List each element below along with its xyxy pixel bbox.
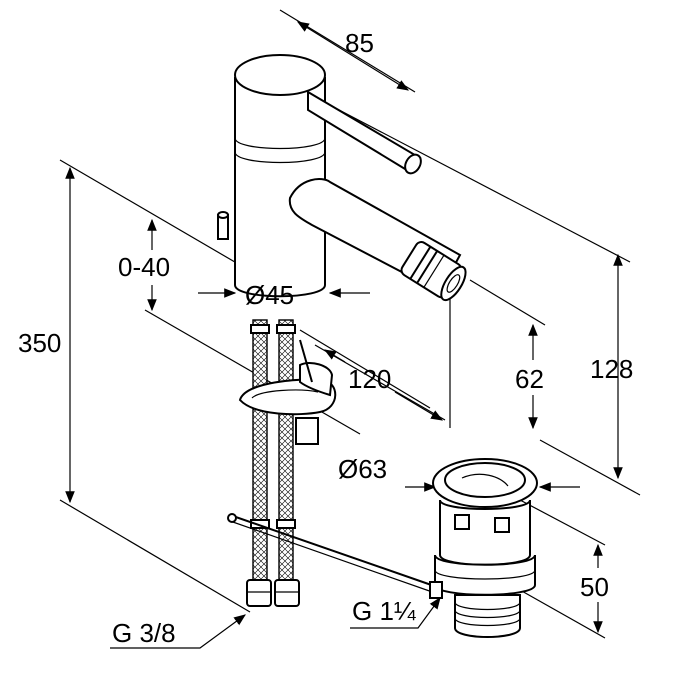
dim-120-label: 120 [348, 364, 391, 394]
mixer-body [217, 54, 326, 298]
dimension-arrows [65, 21, 623, 649]
dim-diameter-45-label: Ø45 [245, 280, 294, 310]
extension-lines [59, 9, 641, 639]
dim-0-40-label: 0-40 [118, 252, 170, 282]
dim-diameter-63-label: Ø63 [338, 454, 387, 484]
pop-up-rod [227, 513, 441, 595]
dim-50-label: 50 [580, 572, 609, 602]
lever-handle [307, 90, 422, 175]
dim-85-label: 85 [345, 28, 374, 58]
flexible-hoses [246, 319, 300, 607]
fixing-clamp [238, 339, 337, 445]
spout [288, 178, 467, 302]
dim-350-label: 350 [18, 328, 61, 358]
thread-g38-label: G 3/8 [112, 618, 176, 648]
dim-62-label: 62 [515, 364, 544, 394]
thread-g114-label: G 1¼ [352, 596, 416, 626]
dimension-labels: 85 350 0-40 Ø45 120 128 62 Ø63 50 G 3/8 … [18, 28, 633, 648]
dim-128-label: 128 [590, 354, 633, 384]
pop-up-waste [429, 458, 538, 638]
